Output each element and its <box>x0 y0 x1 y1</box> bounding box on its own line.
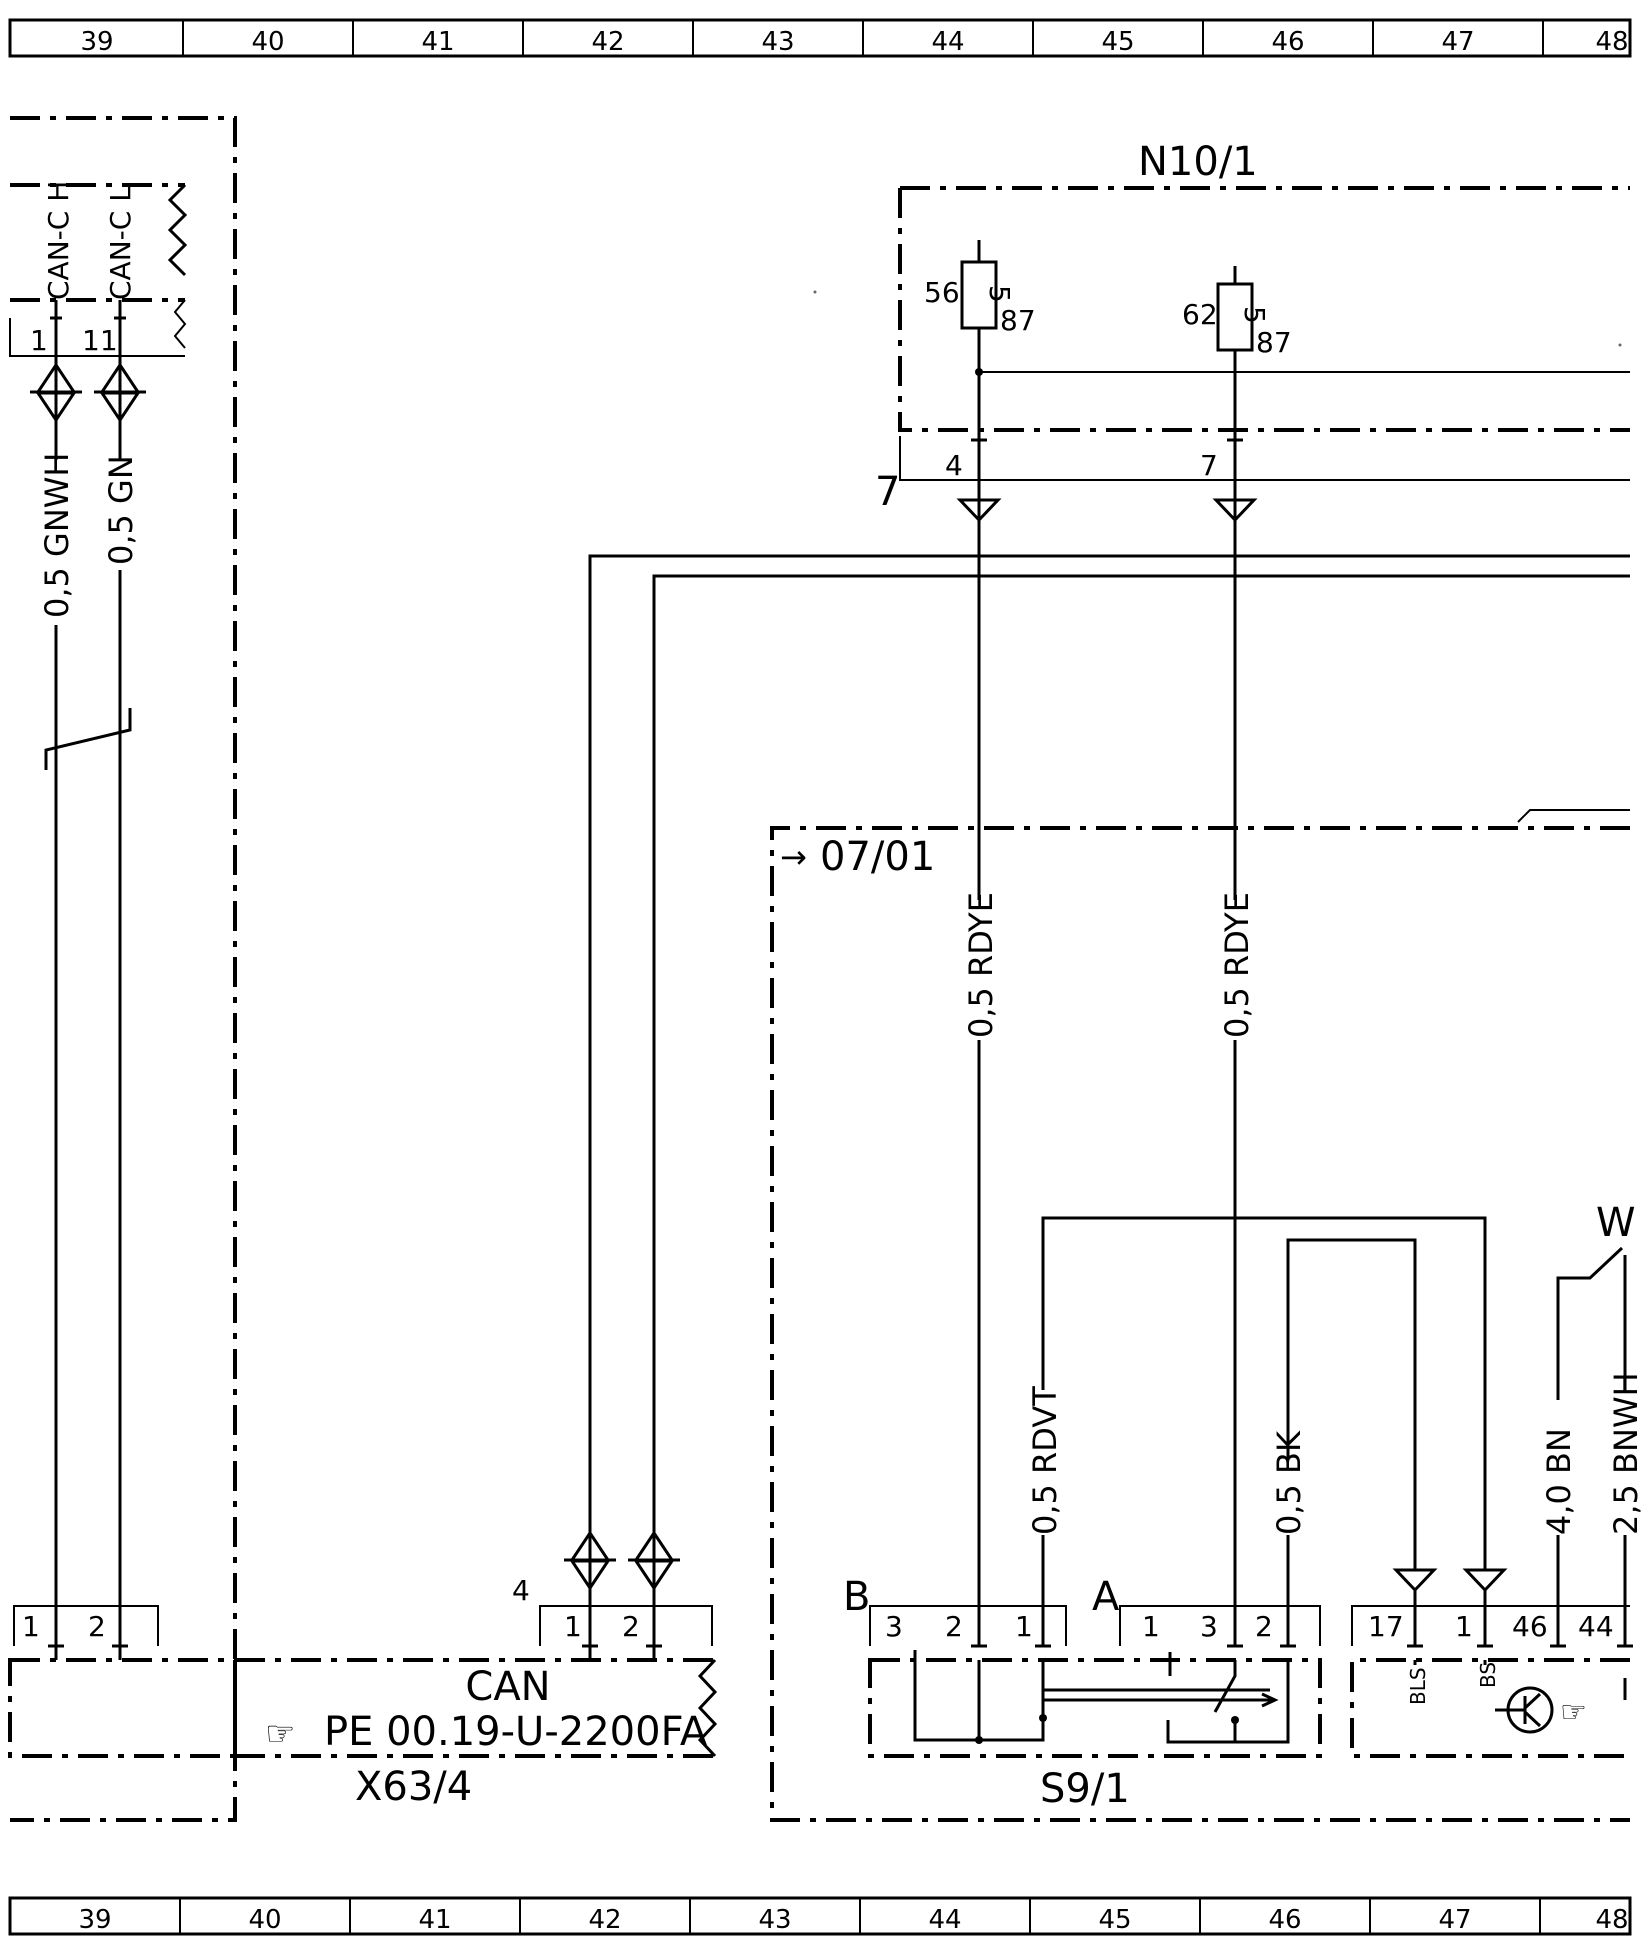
s9-1-name: S9/1 <box>1040 1766 1130 1812</box>
right-module-pin-17: 17 <box>1368 1610 1404 1643</box>
arrow-right-icon: → <box>780 838 807 876</box>
bottom-col-45: 45 <box>1098 1905 1131 1935</box>
n10-1-connector-label: 7 <box>875 469 900 515</box>
top-col-43: 43 <box>761 27 794 57</box>
x63-4-pin-1: 1 <box>564 1610 582 1643</box>
x63-4-pin-2: 2 <box>622 1610 640 1643</box>
s9-1-connector-b-label: B <box>843 1574 870 1620</box>
top-col-42: 42 <box>591 27 624 57</box>
x63-4-connector: 4 1 2 CAN ☞ PE 00.19-U-2200FA X63/4 <box>235 1574 718 1810</box>
bottom-col-41: 41 <box>418 1905 451 1935</box>
bottom-col-47: 47 <box>1438 1905 1471 1935</box>
s9-1-b-pin-2: 2 <box>945 1610 963 1643</box>
top-col-39: 39 <box>80 27 113 57</box>
s9-1-b-pin-3: 3 <box>885 1610 903 1643</box>
s9-1-switch: B 3 2 1 A 1 3 2 S9/1 <box>843 1574 1322 1812</box>
wire-label-rdye-2: 0,5 RDYE <box>1218 892 1256 1038</box>
bottom-col-42: 42 <box>588 1905 621 1935</box>
bottom-col-43: 43 <box>758 1905 791 1935</box>
can-bus-wires <box>564 554 1630 1646</box>
n10-1-module: N10/1 5 56 87 5 62 87 4 7 7 <box>875 139 1630 523</box>
top-col-47: 47 <box>1441 27 1474 57</box>
fuse-56-number: 56 <box>924 276 960 309</box>
wire-label-rdye-1: 0,5 RDYE <box>962 892 1000 1038</box>
power-wires: 4,0 BN 2,5 BNWH W <box>1540 1200 1645 1646</box>
wire-label-bn: 4,0 BN <box>1540 1428 1578 1535</box>
s9-1-b-pin-1: 1 <box>1015 1610 1033 1643</box>
pointing-hand-icon: ☞ <box>265 1714 295 1754</box>
right-module-pin-44: 44 <box>1578 1610 1614 1643</box>
top-col-40: 40 <box>251 27 284 57</box>
s9-1-a-pin-2: 2 <box>1255 1610 1273 1643</box>
w-cut-label: W <box>1596 1200 1636 1246</box>
group-ref-label: 07/01 <box>820 834 935 880</box>
wire-label-gn: 0,5 GN <box>102 455 140 565</box>
rdye-wires: 0,5 RDYE 0,5 RDYE <box>962 440 1256 1646</box>
scan-marks <box>813 290 1622 347</box>
top-col-46: 46 <box>1271 27 1304 57</box>
can-c-h-label: CAN-C H <box>42 181 75 300</box>
fuse-62-number: 62 <box>1182 298 1218 331</box>
can-c-l-label: CAN-C L <box>104 186 137 300</box>
s9-1-a-pin-3: 3 <box>1200 1610 1218 1643</box>
fuse-62-pin: 87 <box>1256 326 1292 359</box>
bottom-col-48: 48 <box>1595 1905 1628 1935</box>
left-group-frame <box>10 116 237 1822</box>
left-conn-pin-2: 2 <box>88 1610 106 1643</box>
bottom-col-46: 46 <box>1268 1905 1301 1935</box>
right-module-pin-1: 1 <box>1455 1610 1473 1643</box>
x63-4-connector-label: 4 <box>512 1574 530 1607</box>
twisted-pair-symbol-left <box>30 362 146 423</box>
bottom-column-ruler: 39 40 41 42 43 44 45 46 47 48 <box>8 1896 1632 1936</box>
right-module: 17 1 46 44 BLS BS ☞ <box>1350 1590 1633 1758</box>
top-col-48: 48 <box>1595 27 1628 57</box>
x63-4-can-label: CAN <box>465 1664 550 1710</box>
x63-4-reference: PE 00.19-U-2200FA <box>324 1709 708 1755</box>
right-module-bls-label: BLS <box>1406 1667 1430 1705</box>
fuse-56-pin: 87 <box>1000 304 1036 337</box>
n10-1-pin-4: 4 <box>945 449 963 482</box>
top-col-44: 44 <box>931 27 964 57</box>
top-col-45: 45 <box>1101 27 1134 57</box>
left-bottom-connector: 1 2 <box>8 1605 237 1758</box>
top-col-41: 41 <box>421 27 454 57</box>
wire-label-bk: 0,5 BK <box>1270 1430 1308 1535</box>
fuse-62-rating: 5 <box>1238 306 1271 324</box>
pin-11-label: 11 <box>82 324 118 357</box>
wire-label-gnwh: 0,5 GNWH <box>38 453 76 619</box>
s9-1-connector-a-label: A <box>1092 1574 1120 1620</box>
can-c-block: CAN-C H CAN-C L 1 11 <box>9 181 188 357</box>
s9-1-a-pin-1: 1 <box>1142 1610 1160 1643</box>
right-module-bs-label: BS <box>1476 1662 1500 1688</box>
pin-1-label: 1 <box>30 324 48 357</box>
n10-1-name: N10/1 <box>1138 139 1258 185</box>
left-conn-pin-1: 1 <box>22 1610 40 1643</box>
can-wires-left: 0,5 GNWH 0,5 GN <box>38 330 140 1660</box>
fuse-56-rating: 5 <box>983 285 1016 303</box>
switch-wires: 0,5 RDVT 0,5 BK <box>1026 1216 1508 1646</box>
x63-4-name: X63/4 <box>355 1764 472 1810</box>
wire-label-rdvt: 0,5 RDVT <box>1026 1386 1064 1535</box>
right-module-pin-46: 46 <box>1512 1610 1548 1643</box>
bottom-col-40: 40 <box>248 1905 281 1935</box>
wire-label-bnwh: 2,5 BNWH <box>1607 1372 1645 1535</box>
bottom-col-44: 44 <box>928 1905 961 1935</box>
n10-1-pin-7: 7 <box>1200 449 1218 482</box>
group-frame-07-01: → 07/01 <box>770 809 1630 1822</box>
bottom-col-39: 39 <box>78 1905 111 1935</box>
pointing-hand-icon-right: ☞ <box>1560 1695 1587 1730</box>
top-column-ruler: 39 40 41 42 43 44 45 46 47 48 <box>8 18 1632 58</box>
